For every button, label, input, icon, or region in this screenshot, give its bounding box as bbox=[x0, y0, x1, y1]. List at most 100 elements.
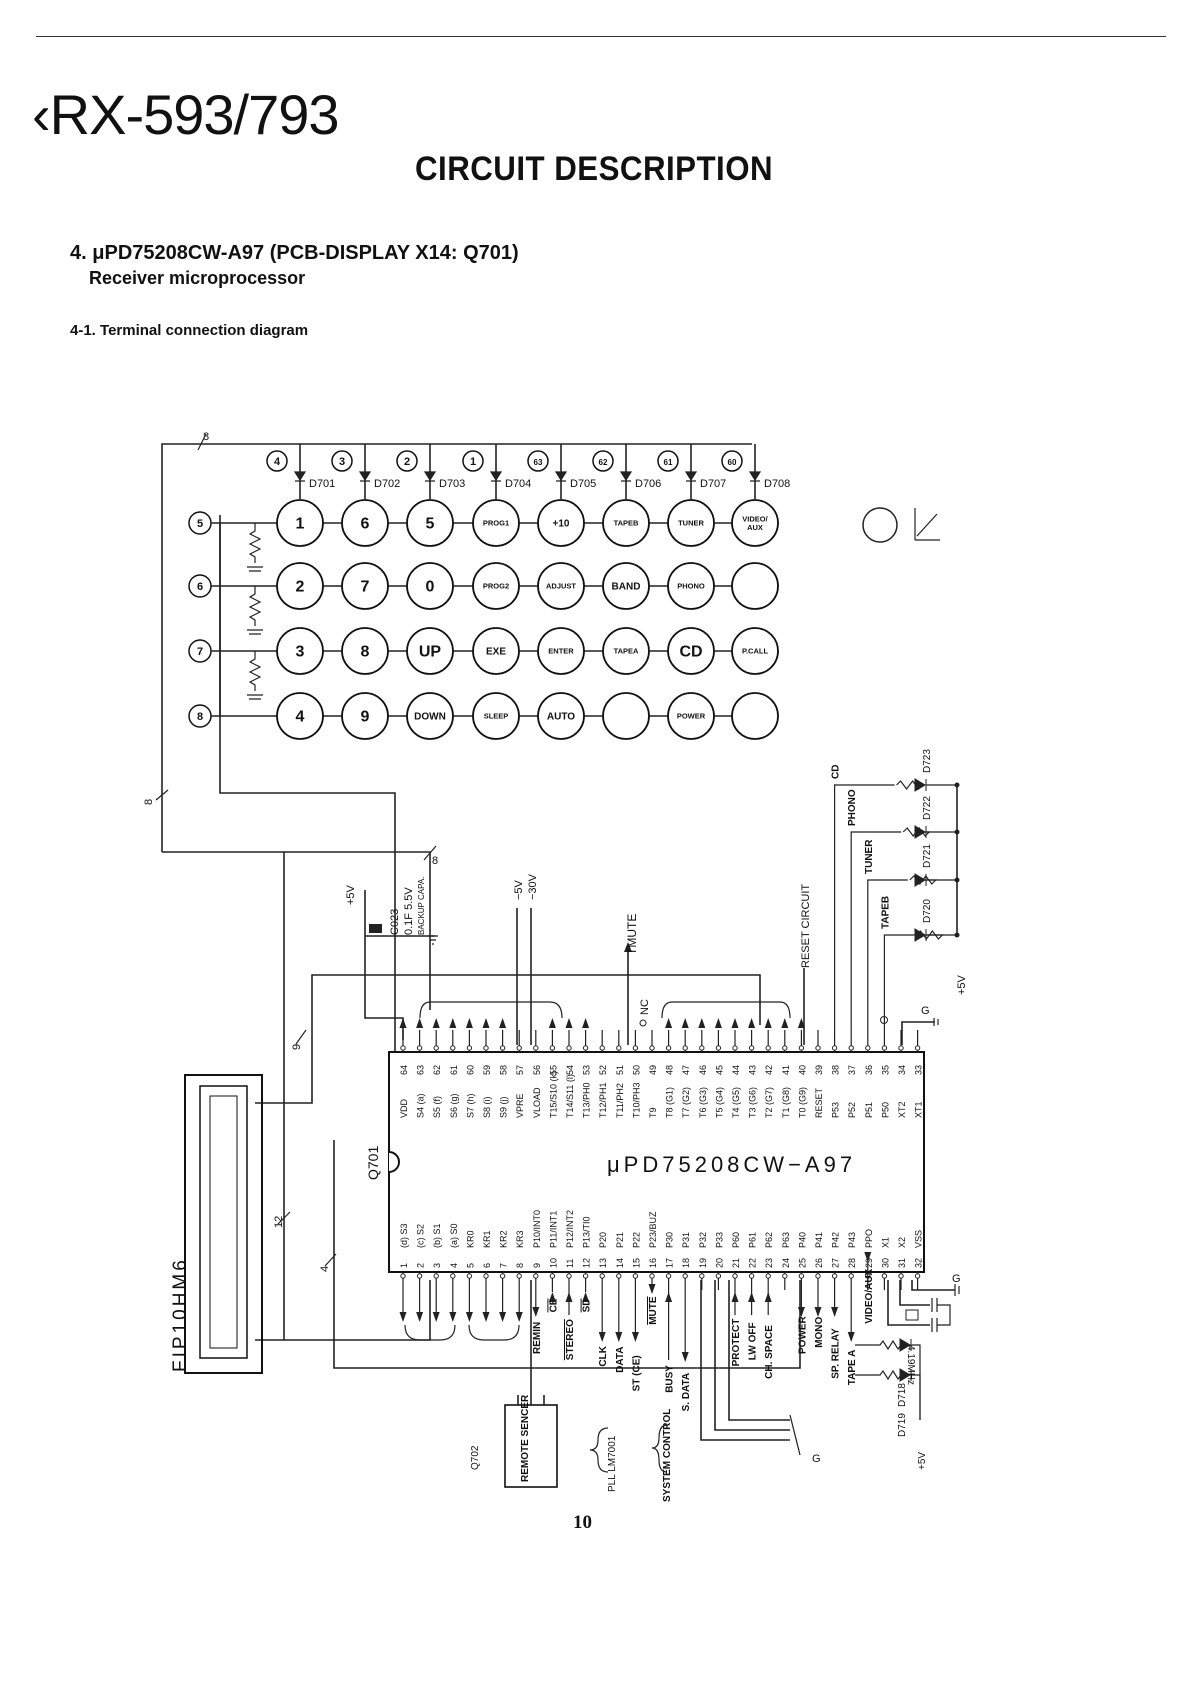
top-pin-number: 34 bbox=[897, 1065, 907, 1075]
led-ref: D718 bbox=[897, 1383, 908, 1407]
bottom-pin-pad bbox=[533, 1273, 539, 1279]
top-pin-pad bbox=[715, 1045, 722, 1051]
bottom-pin-name: P22 bbox=[631, 1232, 641, 1248]
column-diode bbox=[684, 471, 698, 482]
model-title: ‹RX-593/793 bbox=[32, 83, 340, 146]
section-title: CIRCUIT DESCRIPTION bbox=[415, 150, 774, 188]
chip-ref: Q701 bbox=[365, 1146, 381, 1180]
matrix-key bbox=[537, 562, 585, 610]
top-pin-name: T11/PH2 bbox=[615, 1083, 625, 1118]
signal-arrow bbox=[598, 1332, 606, 1342]
top-pin-name: T10/PH3 bbox=[631, 1082, 641, 1118]
column-number-circle bbox=[462, 450, 484, 472]
signal-label: SP. RELAY bbox=[831, 1328, 842, 1379]
led-label: TUNER bbox=[864, 839, 875, 874]
top-pin-pad bbox=[748, 1045, 755, 1051]
bottom-pin-number: 14 bbox=[615, 1258, 625, 1268]
bottom-pin-name: P12/INT2 bbox=[565, 1210, 575, 1248]
plus5v-label: +5V bbox=[917, 1452, 928, 1470]
bus-bracket bbox=[404, 1324, 456, 1341]
bottom-pin-number: 20 bbox=[714, 1258, 724, 1268]
bottom-pin-name: P11/INT1 bbox=[548, 1211, 558, 1248]
bottom-pin-number: 29 bbox=[864, 1258, 874, 1268]
column-diode bbox=[358, 471, 372, 482]
top-pin-arrow bbox=[465, 1018, 473, 1028]
matrix-key-label: ENTER bbox=[548, 647, 574, 656]
top-pin-arrow bbox=[548, 1018, 556, 1028]
column-number-circle bbox=[657, 450, 679, 472]
top-pin-number: 37 bbox=[847, 1065, 857, 1075]
matrix-key-label: DOWN bbox=[414, 712, 446, 723]
matrix-key-label: POWER bbox=[677, 712, 706, 721]
top-pin-pad bbox=[516, 1045, 522, 1051]
matrix-key bbox=[276, 692, 324, 740]
led-resistor bbox=[855, 1339, 903, 1351]
signal-arrow bbox=[615, 1332, 623, 1342]
bottom-pin-name: (c) S2 bbox=[416, 1224, 426, 1248]
top-pin-name: XT1 bbox=[914, 1101, 924, 1118]
led-ref: D723 bbox=[922, 749, 933, 773]
top-pin-pad bbox=[400, 1045, 406, 1051]
bottom-pin-name: PPO bbox=[864, 1229, 874, 1248]
ground-symbol bbox=[247, 694, 263, 700]
signal-label: BUSY bbox=[665, 1365, 676, 1393]
bottom-pin-arrow bbox=[515, 1312, 523, 1322]
matrix-key-label: AUX bbox=[747, 523, 763, 532]
reference-mark bbox=[914, 508, 940, 541]
top-pin-name: VPRE bbox=[515, 1093, 525, 1118]
matrix-key bbox=[276, 499, 324, 547]
top-pin-name: T6 (G3) bbox=[698, 1087, 708, 1118]
signal-arrow bbox=[681, 1352, 689, 1362]
bottom-pin-pad bbox=[582, 1273, 589, 1279]
top-pin-pad bbox=[499, 1045, 506, 1051]
bus-label: 8 bbox=[432, 855, 438, 867]
bus-label: 12 bbox=[273, 1216, 285, 1228]
bottom-pin-name: P42 bbox=[831, 1232, 841, 1248]
top-pin-number: 41 bbox=[781, 1065, 791, 1075]
tmute-label: TMUTE bbox=[625, 914, 639, 955]
bottom-pin-pad bbox=[848, 1273, 854, 1279]
led-label: CD bbox=[831, 765, 842, 779]
brace bbox=[651, 1424, 668, 1473]
top-pin-pad bbox=[665, 1045, 672, 1051]
top-pin-number: 63 bbox=[416, 1065, 426, 1075]
bottom-pin-number: 2 bbox=[416, 1263, 426, 1268]
top-pin-pad bbox=[898, 1045, 904, 1051]
top-pin-pad bbox=[831, 1045, 838, 1051]
bottom-pin-number: 3 bbox=[432, 1263, 442, 1268]
row-number: 8 bbox=[197, 711, 203, 723]
led-symbol bbox=[914, 825, 927, 839]
bottom-pin-arrow bbox=[449, 1312, 457, 1322]
matrix-key-label: 5 bbox=[426, 516, 435, 533]
matrix-key bbox=[472, 627, 520, 675]
bottom-pin-pad bbox=[815, 1273, 821, 1279]
bottom-pin-number: 16 bbox=[648, 1258, 658, 1268]
matrix-key-label: TAPEB bbox=[614, 519, 639, 528]
signal-label: STEREO bbox=[565, 1319, 576, 1360]
chip-body bbox=[388, 1051, 925, 1273]
top-pin-number: 35 bbox=[880, 1065, 890, 1075]
matrix-key bbox=[731, 627, 779, 675]
remote-sensor: REMOTE SENCER Q702 bbox=[470, 1280, 558, 1488]
bottom-pin-pad bbox=[715, 1273, 722, 1279]
supply-label: −30V bbox=[527, 873, 539, 900]
top-pin-arrow bbox=[482, 1018, 490, 1028]
top-pin-name: P52 bbox=[847, 1102, 857, 1118]
matrix-key-label: UP bbox=[419, 644, 442, 661]
crystal-label: 4.19MHz bbox=[905, 1345, 916, 1385]
column-number: 62 bbox=[599, 458, 608, 467]
top-pin-number: 44 bbox=[731, 1065, 741, 1075]
signal-arrow bbox=[631, 1332, 639, 1342]
signal-arrow bbox=[731, 1292, 739, 1302]
subsection-subheading: Receiver microprocessor bbox=[89, 268, 306, 288]
bottom-pin-number: 25 bbox=[797, 1258, 807, 1268]
top-pin-number: 55 bbox=[548, 1065, 558, 1075]
top-pin-name: T5 (G4) bbox=[714, 1087, 724, 1118]
matrix-key bbox=[341, 692, 389, 740]
bottom-pin-name: P23/BUZ bbox=[648, 1211, 658, 1248]
matrix-key bbox=[602, 627, 650, 675]
top-pin-name: T3 (G6) bbox=[748, 1087, 758, 1118]
column-diode-ref: D703 bbox=[439, 478, 465, 490]
signal-arrow bbox=[764, 1292, 772, 1302]
bottom-pin-pad bbox=[665, 1273, 672, 1279]
